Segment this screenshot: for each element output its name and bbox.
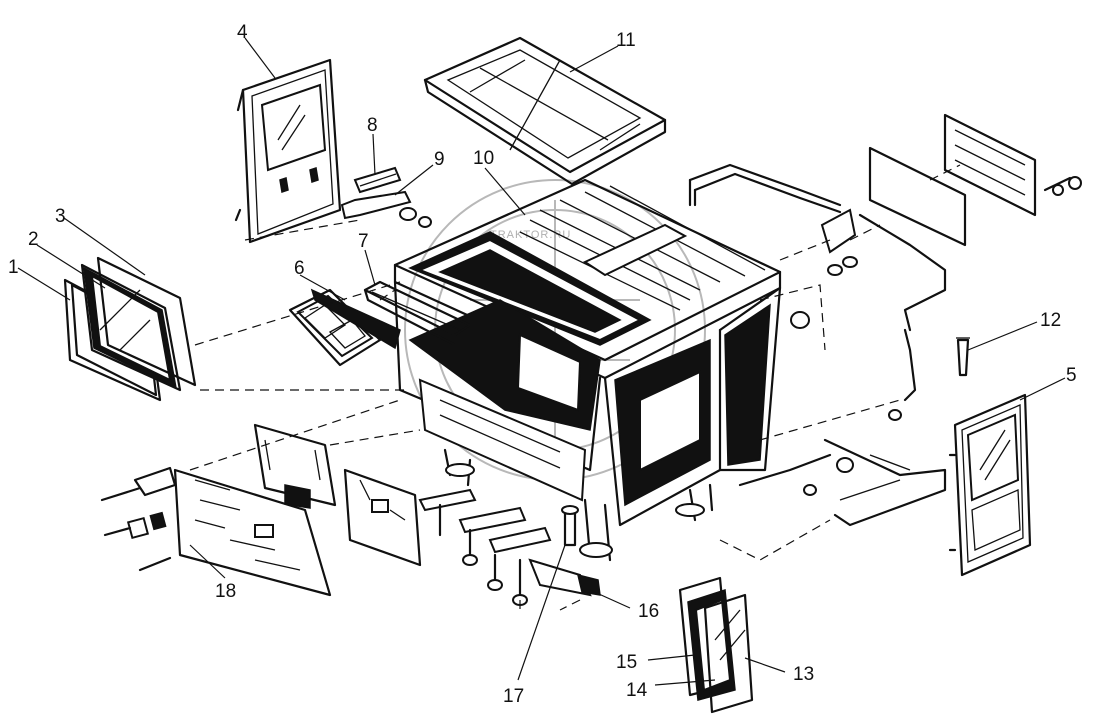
part-rear-window	[868, 113, 1082, 247]
part-front-panel-18	[100, 466, 332, 597]
callout-15: 15	[616, 652, 637, 673]
part-bracket-16	[528, 558, 601, 597]
callout-16: 16	[638, 601, 659, 622]
callout-13: 13	[793, 664, 814, 685]
callout-1: 1	[8, 257, 19, 278]
callout-14: 14	[626, 680, 648, 701]
part-roof-panel	[423, 36, 667, 186]
callout-10: 10	[473, 148, 494, 169]
callout-8: 8	[367, 115, 378, 136]
callout-labels: 4 11 8 9 10 7 6 3 2 1 12 5 18 16 17 15 1…	[8, 22, 1077, 707]
watermark-text: TRAKTOR.RU	[490, 229, 571, 241]
part-handrail	[688, 163, 947, 402]
part-side-window	[63, 256, 197, 402]
part-light-panel	[288, 288, 401, 367]
callout-18: 18	[215, 581, 236, 602]
part-left-door	[234, 58, 342, 244]
callout-5: 5	[1066, 365, 1077, 386]
callout-2: 2	[28, 229, 39, 250]
callout-9: 9	[434, 149, 445, 170]
part-bolt-17	[561, 505, 579, 547]
callout-3: 3	[55, 206, 66, 227]
callout-12: 12	[1040, 310, 1061, 331]
callout-7: 7	[358, 231, 369, 252]
callout-17: 17	[503, 686, 524, 707]
part-bolt-12	[956, 337, 970, 377]
part-hinge-8	[353, 166, 402, 194]
part-hinge-9	[340, 190, 432, 228]
part-small-window	[678, 576, 754, 714]
part-cab-body	[393, 178, 782, 562]
part-mount-plates	[418, 488, 552, 606]
callout-4: 4	[237, 22, 248, 43]
callout-11: 11	[616, 30, 636, 51]
callout-6: 6	[294, 258, 305, 279]
part-front-panel-middle	[253, 423, 337, 509]
assembly-lines	[189, 164, 961, 615]
part-front-panel-right	[343, 468, 422, 567]
part-step-bracket	[738, 409, 947, 527]
leader-lines	[17, 37, 1066, 686]
part-right-door	[948, 393, 1032, 577]
